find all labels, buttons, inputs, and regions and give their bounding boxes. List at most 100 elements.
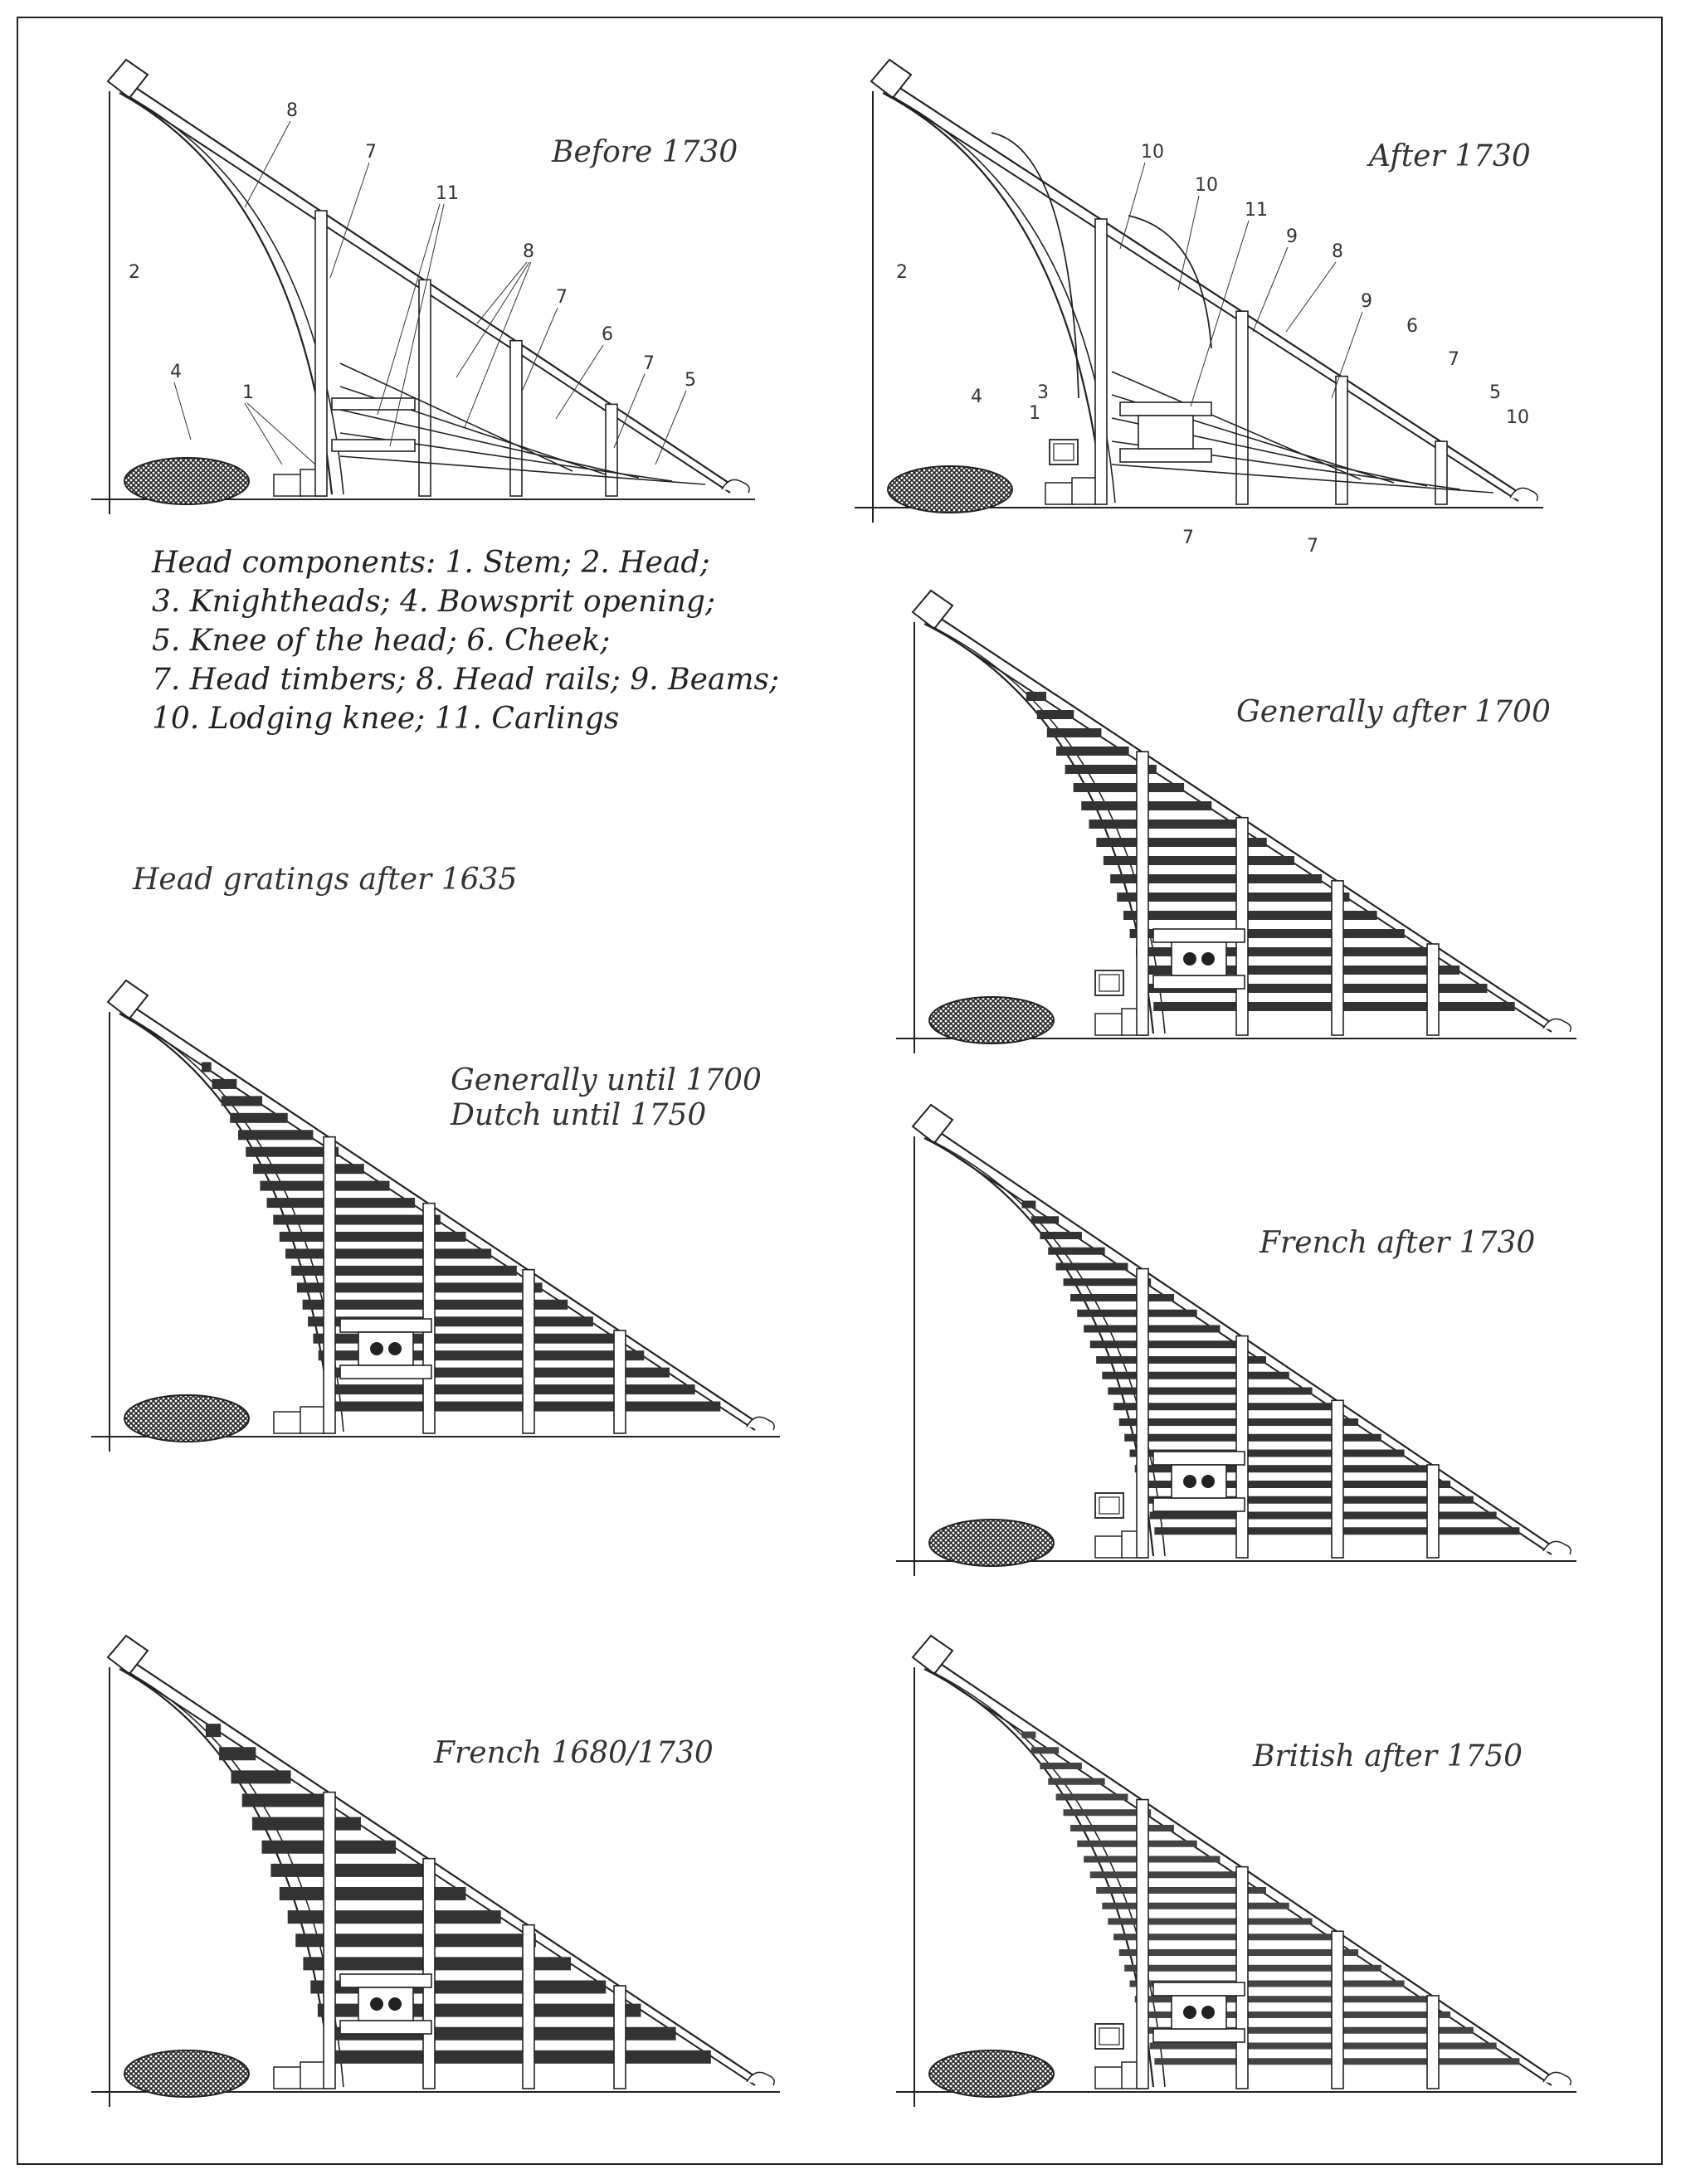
grating-slat xyxy=(1040,1232,1082,1239)
carling-box xyxy=(358,1331,414,1366)
head-rail xyxy=(339,409,640,479)
head-timber xyxy=(1094,218,1108,505)
grating-slat xyxy=(1103,856,1294,865)
knighthead-inner xyxy=(1099,2027,1120,2045)
stem-block xyxy=(1094,2066,1124,2089)
bowsprit-opening xyxy=(124,2050,250,2098)
grating-slat xyxy=(1096,1887,1267,1894)
head-rail-lower xyxy=(884,90,1519,502)
grating-slat xyxy=(1055,1262,1128,1271)
stem-curve-outer xyxy=(119,92,334,495)
stem-curve-inner xyxy=(127,1671,344,2088)
grating-slat xyxy=(1089,820,1240,829)
head-timber xyxy=(1426,943,1440,1036)
leader-line xyxy=(1331,311,1363,399)
legend-line-4: 7. Head timbers; 8. Head rails; 9. Beams… xyxy=(152,663,780,697)
hawse-hole xyxy=(1201,952,1215,966)
grating-slat xyxy=(1031,1216,1060,1224)
grating-slat xyxy=(1134,1996,1428,2003)
grating-slat xyxy=(221,1096,263,1107)
carling-box xyxy=(1171,1995,1227,2030)
grating-slat xyxy=(1139,2011,1451,2018)
grating-slat xyxy=(1089,1871,1244,1879)
grating-slat xyxy=(1021,1200,1036,1209)
panel-french-after-1730 xyxy=(896,1103,1576,1576)
bowsprit-opening xyxy=(928,2050,1055,2098)
carling-bottom xyxy=(1119,448,1212,463)
head-timber xyxy=(314,210,328,497)
carling xyxy=(331,397,416,411)
callout-number: 6 xyxy=(1406,316,1418,337)
stem-curve-inner xyxy=(932,626,1166,1034)
head-timber xyxy=(509,339,523,497)
leader-line xyxy=(1177,195,1200,291)
grating-slat xyxy=(241,1793,326,1807)
grating-slat xyxy=(230,1112,288,1123)
leader-line xyxy=(244,120,291,208)
hawse-hole xyxy=(1183,952,1196,966)
leader-line xyxy=(1252,246,1289,333)
knee-tip xyxy=(721,479,750,494)
head-timber xyxy=(613,1330,626,1434)
grating-slat xyxy=(212,1078,237,1089)
grating-slat xyxy=(1070,1294,1174,1301)
grating-slat xyxy=(1124,1964,1381,1972)
head-timber xyxy=(1426,1995,1440,2089)
grating-slat xyxy=(273,1214,441,1225)
head-timber xyxy=(613,1985,626,2089)
carling-top xyxy=(339,1318,432,1333)
knee-tip xyxy=(746,1416,775,1431)
stem-curve-inner xyxy=(127,95,344,495)
leader-line xyxy=(246,402,316,465)
knee-tip xyxy=(1542,1018,1571,1033)
legend-line-2: 3. Knightheads; 4. Bowsprit opening; xyxy=(152,585,716,619)
grating-slat xyxy=(285,1248,492,1259)
title-british-after-1750: British after 1750 xyxy=(1253,1739,1523,1773)
knee-tip xyxy=(1542,1540,1571,1555)
callout-number: 1 xyxy=(242,382,254,403)
grating-slat xyxy=(331,2050,711,2064)
carling xyxy=(331,439,416,452)
callout-number: 6 xyxy=(602,324,613,345)
stem-block xyxy=(273,2066,303,2089)
leader-line xyxy=(555,344,604,420)
grating-slat xyxy=(328,1384,695,1395)
head-rail-lower xyxy=(120,1666,756,2086)
title-french-after-1730: French after 1730 xyxy=(1260,1226,1536,1260)
leader-line xyxy=(522,307,558,391)
grating-slat xyxy=(1149,2042,1497,2050)
grating-slat xyxy=(1055,1793,1128,1801)
head-timber xyxy=(1235,1865,1249,2089)
head-timber xyxy=(1331,1399,1344,1559)
leader-line xyxy=(1119,162,1146,250)
leader-line xyxy=(613,373,646,449)
grating-slat xyxy=(1117,893,1350,902)
grating-slat xyxy=(1142,966,1460,975)
callout-number: 9 xyxy=(1361,291,1372,312)
grating-slat xyxy=(296,1282,543,1293)
stem-block xyxy=(1045,482,1074,505)
hawse-hole xyxy=(1201,2006,1215,2019)
rail-end-block xyxy=(870,58,913,100)
carling-bottom xyxy=(1152,975,1245,990)
grating-slat xyxy=(1096,1356,1267,1364)
stem-block xyxy=(1071,477,1098,505)
rail-end-block xyxy=(911,589,954,630)
legend-line-5: 10. Lodging knee; 11. Carlings xyxy=(152,702,620,736)
callout-number: 4 xyxy=(170,362,182,382)
grating-slat xyxy=(295,1933,536,1948)
head-timber xyxy=(1136,1798,1149,2089)
carling-bottom xyxy=(339,2020,432,2035)
carling-bottom xyxy=(1152,1497,1245,1512)
knee-tip xyxy=(1509,487,1538,502)
carling-box xyxy=(1171,1464,1227,1499)
knighthead-inner xyxy=(1053,443,1074,461)
rail-end-block xyxy=(911,1103,954,1145)
grating-slat xyxy=(1134,1465,1428,1473)
callout-number: 5 xyxy=(1489,382,1501,403)
stem-block xyxy=(273,474,303,497)
head-timber xyxy=(1136,751,1149,1036)
carling-bottom xyxy=(1152,2028,1245,2043)
